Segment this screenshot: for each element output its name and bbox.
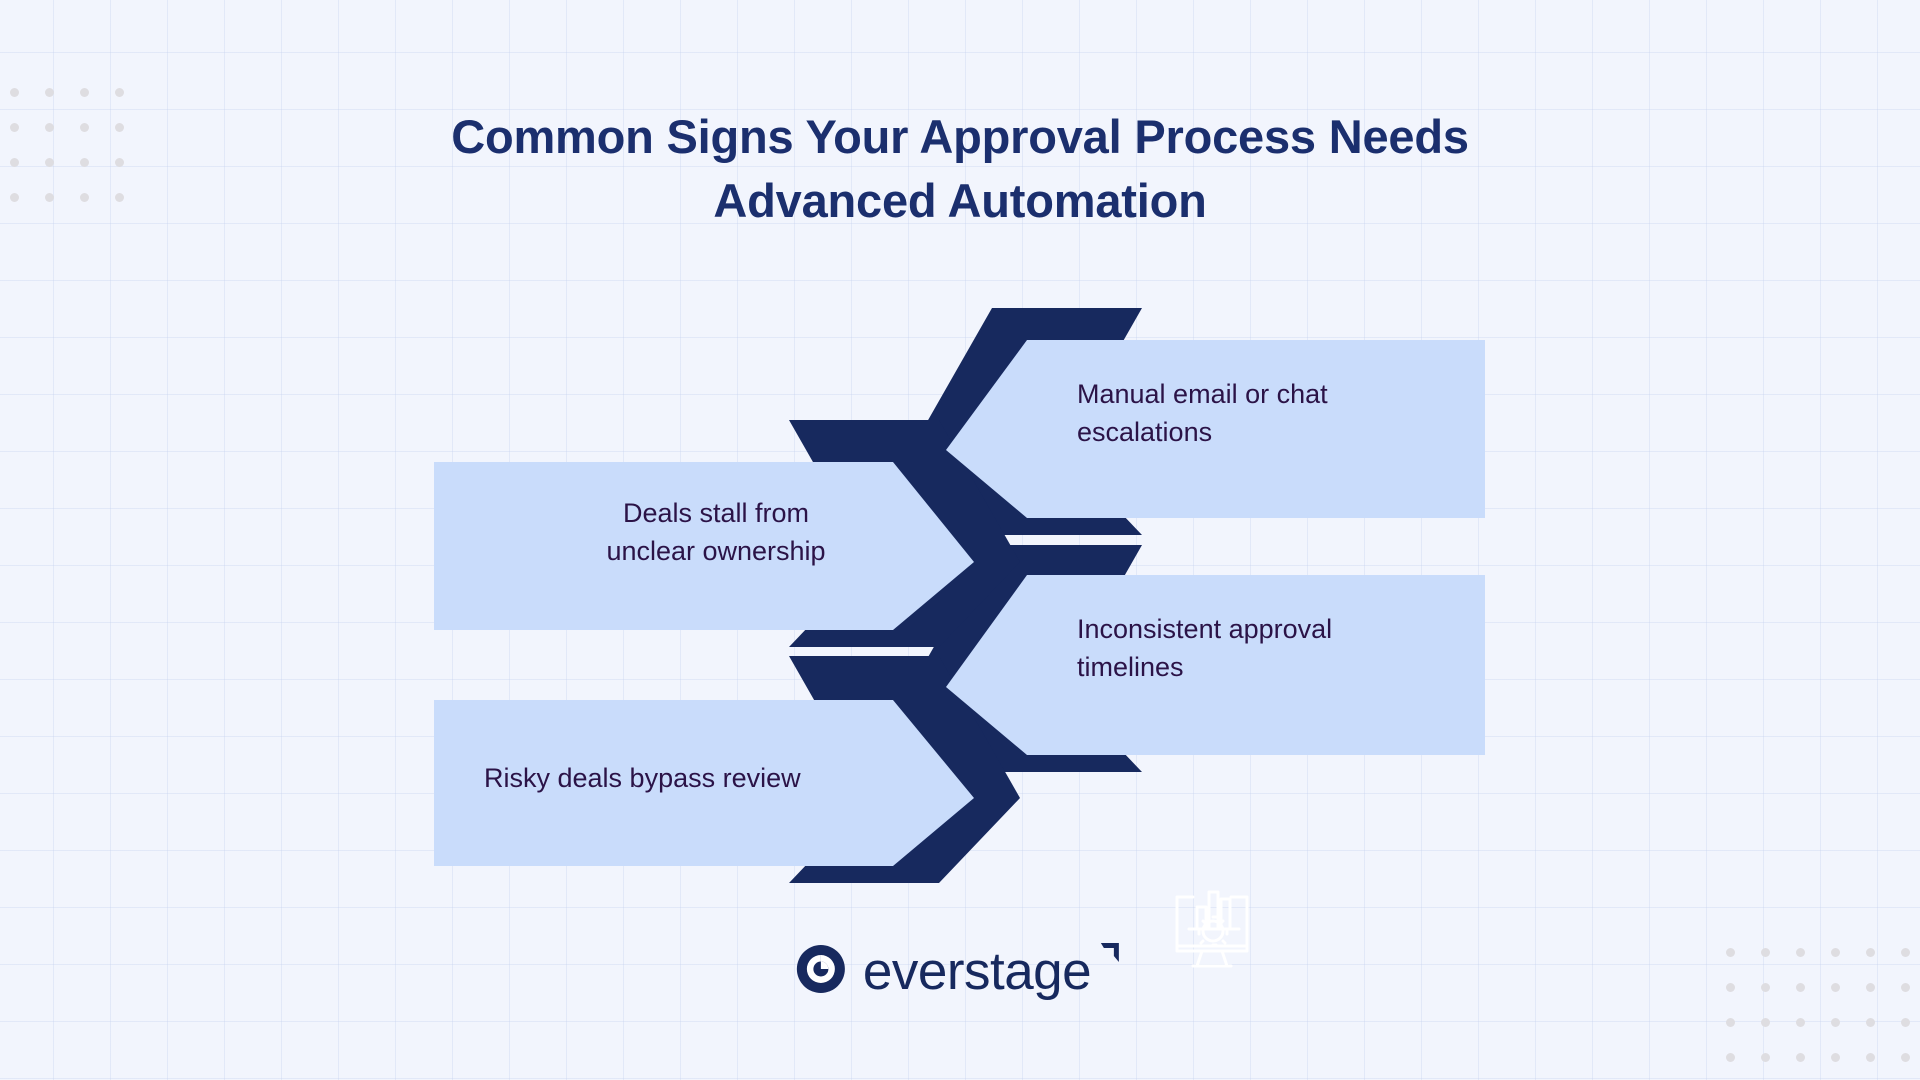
everstage-circle-mark-icon bbox=[796, 944, 846, 999]
everstage-wordmark: everstage bbox=[862, 942, 1092, 1001]
dot bbox=[1866, 983, 1875, 992]
title-line-1: Common Signs Your Approval Process Needs bbox=[451, 110, 1469, 163]
dot bbox=[1761, 983, 1770, 992]
dot bbox=[1796, 1018, 1805, 1027]
card-inconsistent-timelines[interactable] bbox=[946, 575, 1485, 755]
dot bbox=[1901, 1018, 1910, 1027]
dot bbox=[1901, 948, 1910, 957]
card-label-deals-stall: Deals stall from unclear ownership bbox=[606, 498, 826, 567]
dot bbox=[1726, 948, 1735, 957]
dot bbox=[80, 88, 89, 97]
dot bbox=[10, 88, 19, 97]
everstage-logo[interactable]: everstage bbox=[796, 942, 1124, 1001]
dot bbox=[1901, 1053, 1910, 1062]
dot bbox=[45, 88, 54, 97]
title-line-2: Advanced Automation bbox=[713, 173, 1207, 227]
card-label-risky-deals: Risky deals bypass review bbox=[484, 763, 801, 793]
dot bbox=[1726, 1018, 1735, 1027]
dot bbox=[1796, 948, 1805, 957]
dot bbox=[1831, 1053, 1840, 1062]
card-manual-escalations[interactable] bbox=[946, 340, 1485, 518]
dot bbox=[1761, 948, 1770, 957]
dot bbox=[1866, 1018, 1875, 1027]
dot bbox=[1866, 1053, 1875, 1062]
dot bbox=[1726, 1053, 1735, 1062]
card-label-inconsistent-timelines: Inconsistent approval timelines bbox=[1077, 614, 1333, 683]
dot bbox=[1761, 1018, 1770, 1027]
dot bbox=[1796, 1053, 1805, 1062]
chevron-diagram bbox=[0, 290, 1920, 910]
dot bbox=[1726, 983, 1735, 992]
card-label-manual-escalations: Manual email or chat escalations bbox=[1077, 379, 1328, 448]
everstage-tick-icon bbox=[1098, 940, 1124, 975]
dot bbox=[1796, 983, 1805, 992]
dot bbox=[1831, 948, 1840, 957]
dot bbox=[115, 88, 124, 97]
decorative-dots-bottom-right bbox=[1726, 948, 1910, 1062]
card-deals-stall[interactable] bbox=[434, 462, 974, 630]
dot bbox=[1761, 1053, 1770, 1062]
dot bbox=[1831, 983, 1840, 992]
dot bbox=[1866, 948, 1875, 957]
dot bbox=[1831, 1018, 1840, 1027]
dot bbox=[1901, 983, 1910, 992]
page-title: Common Signs Your Approval Process Needs… bbox=[0, 105, 1920, 233]
card-risky-deals[interactable] bbox=[434, 700, 974, 866]
monitor-bar-chart-gear-icon bbox=[1157, 884, 1267, 981]
